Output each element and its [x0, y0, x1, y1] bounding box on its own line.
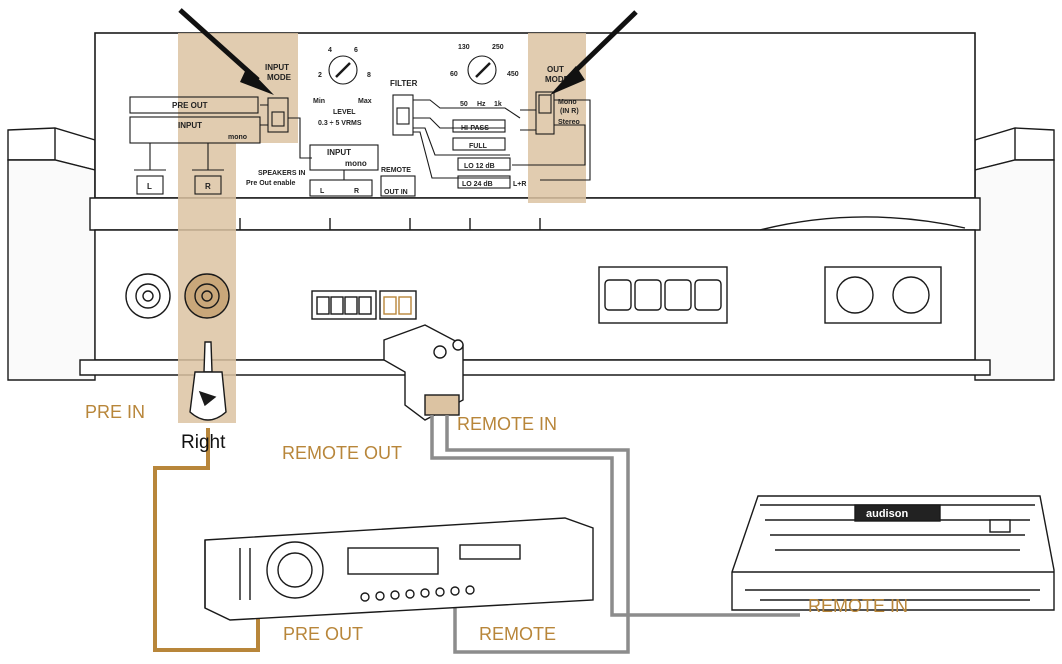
freq-tick-130: 130 [458, 44, 470, 51]
level-tick-4: 4 [328, 47, 332, 54]
level-tick-2: 2 [318, 72, 322, 79]
mono-sub-label: (IN R) [560, 108, 579, 115]
speaker-l-label: L [320, 188, 325, 195]
remote-panel-label: REMOTE [381, 167, 411, 174]
level-max-label: Max [358, 98, 372, 105]
speakers-in-label: SPEAKERS IN [258, 170, 305, 177]
input-box-mono-label: mono [345, 159, 367, 168]
remote-plug [383, 324, 464, 421]
input-mode-label-2: MODE [267, 73, 292, 82]
freq-hz-label: Hz [477, 101, 486, 108]
gray-wire-remote-in [445, 415, 630, 654]
rca-plug [189, 341, 227, 421]
right-callout: Right [181, 432, 226, 453]
level-range-label: 0.3 ÷ 5 VRMS [318, 120, 362, 127]
remote-in-top-callout: REMOTE IN [457, 414, 557, 434]
gray-wire-remote-out [430, 415, 800, 617]
speaker-r-label: R [354, 188, 359, 195]
level-tick-6: 6 [354, 47, 358, 54]
gold-wire-pre-in [153, 428, 260, 652]
freq-tick-60: 60 [450, 71, 458, 78]
front-connectors [125, 266, 942, 324]
panel-labels: INPUT MODE PRE OUT INPUT mono L R 2 4 6 … [147, 44, 580, 196]
chassis-left-side [7, 127, 96, 381]
freq-50-label: 50 [460, 101, 468, 108]
level-label: LEVEL [333, 109, 356, 116]
out-mode-label: OUT [547, 65, 564, 74]
remote-out-callout: REMOTE OUT [282, 443, 402, 463]
lo-12-label: LO 12 dB [464, 163, 495, 170]
mono-label: Mono [558, 99, 577, 106]
freq-1k-label: 1k [494, 101, 502, 108]
chassis-right-side [974, 127, 1055, 381]
input-mono-label: mono [228, 134, 247, 141]
level-min-label: Min [313, 98, 325, 105]
amplifier-brand-label: audison [866, 508, 908, 520]
panel-schematic [129, 55, 591, 197]
input-panel-label: INPUT [178, 121, 202, 130]
hi-pass-label: HI-PASS [461, 125, 489, 132]
out-in-label: OUT IN [384, 189, 408, 196]
out-mode-label-2: MODE [545, 75, 570, 84]
input-box-label: INPUT [327, 148, 351, 157]
right-terminal-label: R [205, 182, 211, 191]
level-tick-8: 8 [367, 72, 371, 79]
pre-out-enable-label: Pre Out enable [246, 180, 296, 187]
arrow-input-mode [178, 8, 274, 95]
left-terminal-label: L [147, 182, 152, 191]
highlight-out-mode [528, 33, 586, 203]
remote-callout: REMOTE [479, 624, 556, 644]
secondary-amplifier [731, 495, 1055, 611]
input-mode-label: INPUT [265, 63, 289, 72]
freq-tick-250: 250 [492, 44, 504, 51]
remote-in-bottom-callout: REMOTE IN [808, 596, 908, 616]
l-plus-r-label: L+R [513, 181, 526, 188]
lo-24-label: LO 24 dB [462, 181, 493, 188]
stereo-label: Stereo [558, 119, 580, 126]
pre-out-panel-label: PRE OUT [172, 101, 208, 110]
amp-front [79, 197, 991, 376]
filter-label: FILTER [390, 79, 418, 88]
arrow-out-mode [550, 10, 638, 95]
pre-out-callout: PRE OUT [283, 624, 363, 644]
freq-tick-450: 450 [507, 71, 519, 78]
full-label: FULL [469, 143, 488, 150]
head-unit [204, 517, 594, 621]
pre-in-callout: PRE IN [85, 402, 145, 422]
